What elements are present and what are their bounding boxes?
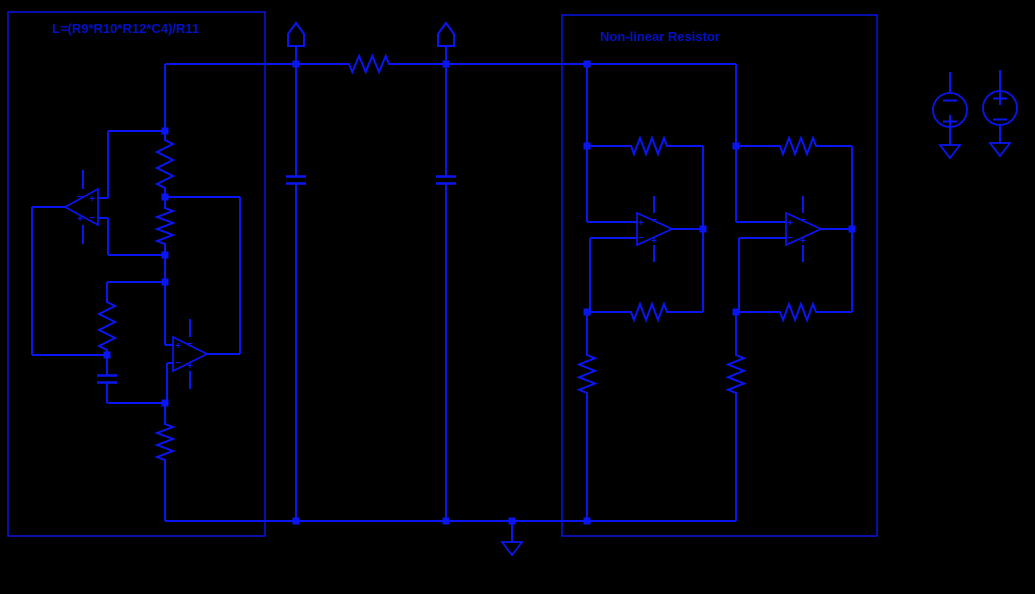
junction-dot xyxy=(442,60,450,68)
junction-dot xyxy=(161,193,169,201)
junction-dot xyxy=(848,225,856,233)
nonlinear-resistor-title: Non-linear Resistor xyxy=(600,29,720,44)
opamp-input-minus-mark: − xyxy=(89,213,95,224)
net-flag-icon[interactable] xyxy=(437,21,455,47)
opamp-icon[interactable]: −++− xyxy=(636,211,675,247)
resistor-icon[interactable] xyxy=(736,135,852,157)
opamp-icon[interactable]: −++− xyxy=(785,211,824,247)
opamp-power-plus-mark: + xyxy=(77,214,83,225)
junction-dot xyxy=(161,278,169,286)
section-box-nonlinear-resistor xyxy=(561,14,878,537)
opamp-power-plus-mark: + xyxy=(800,236,806,247)
junction-dot xyxy=(583,517,591,525)
resistor-icon[interactable] xyxy=(587,135,703,157)
opamp-power-minus-mark: − xyxy=(187,339,193,350)
capacitor-icon[interactable] xyxy=(286,175,306,185)
junction-dot xyxy=(583,308,591,316)
opamp-input-plus-mark: + xyxy=(89,194,95,205)
opamp-power-minus-mark: − xyxy=(77,192,83,203)
opamp-input-plus-mark: + xyxy=(638,218,644,229)
opamp-input-minus-mark: − xyxy=(787,233,793,244)
opamp-triangle xyxy=(63,187,99,227)
resistor-icon[interactable] xyxy=(154,197,176,255)
opamp-power-plus-mark: + xyxy=(187,361,193,372)
junction-dot xyxy=(508,517,516,525)
net-flag-icon[interactable] xyxy=(287,21,305,47)
junction-dot xyxy=(732,308,740,316)
junction-dot xyxy=(161,399,169,407)
resistor-icon[interactable] xyxy=(296,53,446,75)
opamp-input-minus-mark: − xyxy=(175,358,181,369)
opamp-input-plus-mark: + xyxy=(787,218,793,229)
junction-dot xyxy=(161,127,169,135)
voltage-source-icon[interactable] xyxy=(932,92,968,128)
inductor-formula-label: L=(R9*R10*R12*C4)/R11 xyxy=(52,21,199,36)
capacitor-icon[interactable] xyxy=(436,175,456,185)
resistor-icon[interactable] xyxy=(725,312,747,521)
opamp-triangle xyxy=(172,335,209,373)
opamp-input-minus-mark: − xyxy=(638,233,644,244)
resistor-icon[interactable] xyxy=(154,403,176,521)
opamp-power-minus-mark: − xyxy=(800,215,806,226)
opamp-power-plus-mark: + xyxy=(651,236,657,247)
opamp-triangle xyxy=(636,211,675,247)
ground-icon[interactable] xyxy=(500,541,524,557)
voltage-source-body xyxy=(982,90,1018,126)
ground-icon[interactable] xyxy=(938,144,962,160)
junction-dot xyxy=(583,142,591,150)
junction-dot xyxy=(442,517,450,525)
opamp-icon[interactable]: −++− xyxy=(172,335,209,373)
opamp-power-minus-mark: − xyxy=(651,215,657,226)
ground-icon[interactable] xyxy=(988,142,1012,158)
resistor-icon[interactable] xyxy=(96,282,118,355)
opamp-input-plus-mark: + xyxy=(175,341,181,352)
section-box-inductor xyxy=(7,11,266,537)
opamp-triangle xyxy=(785,211,824,247)
junction-dot xyxy=(732,142,740,150)
capacitor-icon[interactable] xyxy=(97,374,117,384)
resistor-icon[interactable] xyxy=(576,312,598,521)
resistor-icon[interactable] xyxy=(587,301,703,323)
opamp-icon[interactable]: −++− xyxy=(63,187,99,227)
junction-dot xyxy=(103,351,111,359)
voltage-source-icon[interactable] xyxy=(982,90,1018,126)
junction-dot xyxy=(292,517,300,525)
resistor-icon[interactable] xyxy=(154,131,176,197)
resistor-icon[interactable] xyxy=(736,301,852,323)
junction-dot xyxy=(699,225,707,233)
junction-dot xyxy=(292,60,300,68)
junction-dot xyxy=(583,60,591,68)
junction-dot xyxy=(161,251,169,259)
